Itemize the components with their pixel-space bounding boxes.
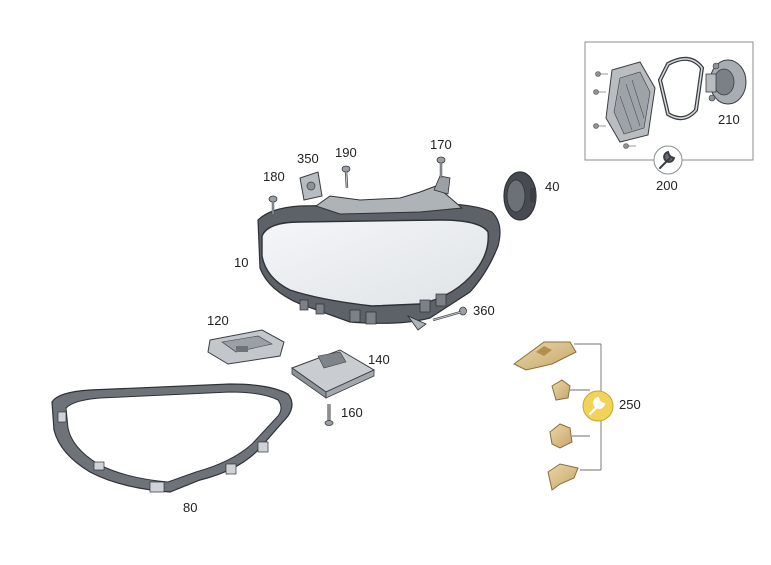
label-40: 40	[545, 179, 559, 194]
screw-160	[324, 404, 334, 426]
screw-190	[341, 165, 351, 189]
label-80: 80	[183, 500, 197, 515]
screw-360	[432, 306, 467, 322]
label-160: 160	[341, 405, 363, 420]
label-360: 360	[473, 303, 495, 318]
wrench-icon[interactable]	[582, 390, 614, 422]
inset-screw	[593, 71, 636, 149]
label-350: 350	[297, 151, 319, 166]
label-200: 200	[656, 178, 678, 193]
gasket-frame-80	[51, 383, 293, 493]
module-140	[290, 349, 376, 399]
screw-170	[436, 156, 446, 178]
bracket-350	[299, 171, 323, 201]
label-190: 190	[335, 145, 357, 160]
inset-panel: 210 200	[584, 41, 754, 193]
screw-180	[268, 195, 278, 214]
label-250: 250	[619, 397, 641, 412]
wrench-icon[interactable]	[653, 145, 683, 175]
label-140: 140	[368, 352, 390, 367]
label-210: 210	[718, 112, 740, 127]
module-120	[207, 329, 285, 365]
repair-kit-250	[513, 341, 602, 491]
headlamp-housing	[257, 175, 501, 331]
label-10: 10	[234, 255, 248, 270]
cover-plate	[605, 61, 656, 143]
label-180: 180	[263, 169, 285, 184]
cap-40	[503, 171, 537, 221]
label-170: 170	[430, 137, 452, 152]
seal-ring	[657, 56, 705, 121]
label-120: 120	[207, 313, 229, 328]
bulb-module	[705, 59, 747, 105]
